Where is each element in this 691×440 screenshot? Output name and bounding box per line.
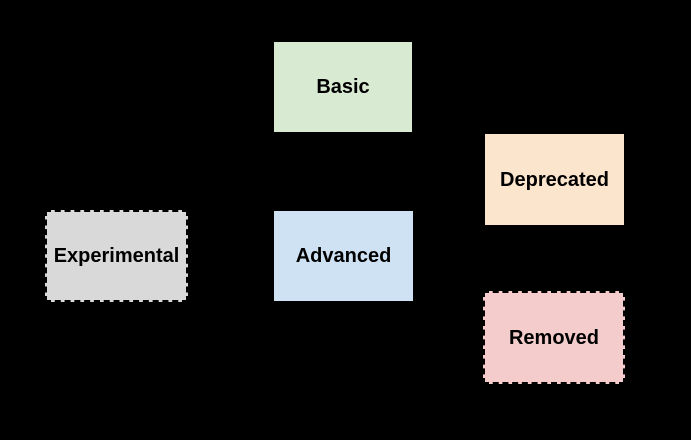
node-deprecated-label: Deprecated: [500, 168, 609, 191]
node-deprecated: Deprecated: [484, 133, 625, 226]
node-experimental: Experimental: [45, 210, 188, 302]
node-basic: Basic: [273, 41, 413, 133]
node-advanced: Advanced: [273, 210, 414, 302]
node-basic-label: Basic: [316, 76, 370, 98]
node-advanced-label: Advanced: [295, 245, 392, 267]
node-removed-label: Removed: [508, 326, 600, 349]
node-removed: Removed: [483, 291, 625, 384]
node-experimental-label: Experimental: [53, 245, 180, 267]
